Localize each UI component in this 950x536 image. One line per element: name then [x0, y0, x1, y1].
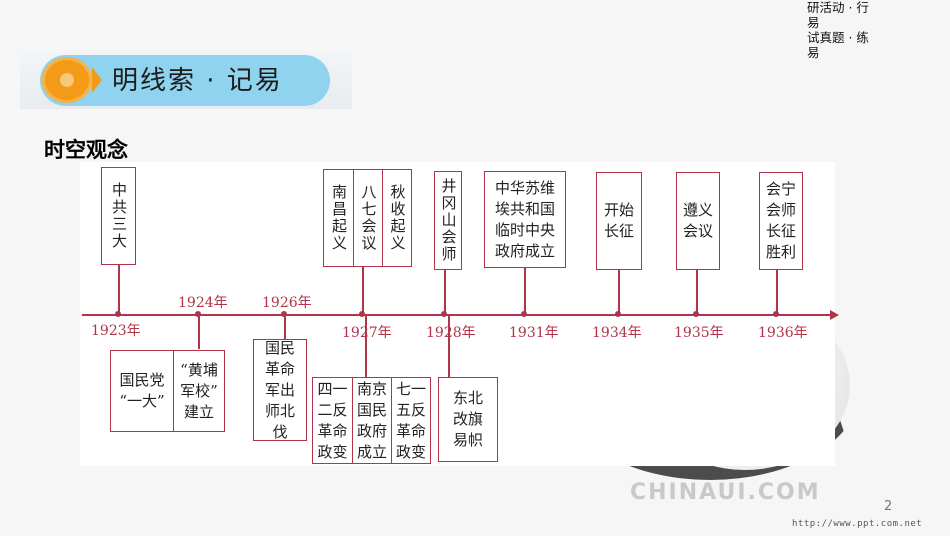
timeline-dot [773, 311, 779, 317]
timeline-axis [82, 314, 830, 316]
nav-link-practice-cont[interactable]: 易 [807, 45, 820, 60]
year-label: 1931年 [509, 325, 559, 341]
timeline-dot [359, 311, 365, 317]
target-icon-center [56, 69, 78, 91]
year-label: 1924年 [178, 295, 228, 311]
connector [776, 270, 778, 315]
event-label: 开始 长征 [603, 201, 634, 240]
connector [444, 270, 446, 315]
event-box: 中共三大 [101, 167, 136, 265]
event-box: 南京 国民 政府 成立 [352, 377, 392, 464]
event-box: 国民 革命 军出 师北 伐 [253, 339, 307, 441]
timeline-dot [441, 311, 447, 317]
connector [524, 268, 526, 315]
connector [118, 265, 120, 315]
banner-title: 明线索 · 记易 [112, 66, 283, 96]
event-label: 会宁 会师 长征 胜利 [765, 180, 796, 261]
event-box: 遵义 会议 [676, 172, 720, 270]
event-box: 井冈山会师 [434, 171, 462, 270]
connector [696, 270, 698, 315]
connector [365, 315, 367, 377]
event-box: 国民党 “一大” [110, 350, 174, 432]
timeline-dot [281, 311, 287, 317]
event-label: 遵义 会议 [682, 201, 713, 240]
event-label: 井冈山会师 [439, 178, 458, 263]
year-label: 1935年 [674, 325, 724, 341]
connector [284, 315, 286, 339]
year-label: 1928年 [426, 325, 476, 341]
nav-link-activity[interactable]: 研活动 · 行 [807, 0, 869, 15]
event-label: 南昌起义 [330, 184, 348, 252]
event-box: 八七会议 [353, 169, 383, 267]
timeline-dot [615, 311, 621, 317]
year-label: 1923年 [91, 323, 141, 339]
event-box: 秋收起义 [382, 169, 412, 267]
event-box: “黄埔 军校” 建立 [173, 350, 225, 432]
watermark-logo: CHINAUI.COM [630, 480, 821, 505]
nav-link-activity-cont[interactable]: 易 [807, 15, 820, 30]
event-box: 南昌起义 [323, 169, 354, 267]
section-title: 时空观念 [44, 138, 128, 162]
footer-url: http://www.ppt.com.net [792, 519, 923, 529]
event-label: 八七会议 [359, 184, 378, 252]
nav-link-practice[interactable]: 试真题 · 练 [807, 30, 869, 45]
page-number: 2 [884, 499, 893, 514]
timeline-dot [693, 311, 699, 317]
timeline-dot [521, 311, 527, 317]
timeline-arrow-icon [830, 310, 839, 320]
timeline-dot [115, 311, 121, 317]
connector [362, 260, 364, 315]
arrow-icon [92, 67, 102, 93]
event-label: 国民 革命 军出 师北 伐 [264, 338, 295, 441]
event-box: 中华苏维 埃共和国 临时中央 政府成立 [484, 171, 566, 268]
event-box: 开始 长征 [596, 172, 642, 270]
connector [448, 315, 450, 377]
year-label: 1927年 [342, 325, 392, 341]
event-label: 中共三大 [110, 182, 128, 250]
connector [198, 315, 200, 349]
event-box: 七一 五反 革命 政变 [391, 377, 431, 464]
timeline-dot [195, 311, 201, 317]
top-nav: 研活动 · 行 易 试真题 · 练 易 [807, 0, 869, 60]
year-label: 1936年 [758, 325, 808, 341]
event-label: 四一 二反 革命 政变 [317, 379, 348, 461]
event-label: “黄埔 军校” 建立 [180, 360, 218, 421]
year-label: 1926年 [262, 295, 312, 311]
event-label: 国民党 “一大” [119, 371, 165, 410]
event-box: 会宁 会师 长征 胜利 [759, 172, 803, 270]
event-label: 东北 改旗 易帜 [452, 389, 483, 449]
event-label: 中华苏维 埃共和国 临时中央 政府成立 [494, 178, 555, 260]
event-box: 东北 改旗 易帜 [438, 377, 498, 462]
event-box: 四一 二反 革命 政变 [312, 377, 353, 464]
event-label: 秋收起义 [388, 184, 407, 252]
connector [618, 270, 620, 315]
year-label: 1934年 [592, 325, 642, 341]
event-label: 南京 国民 政府 成立 [356, 379, 387, 461]
event-label: 七一 五反 革命 政变 [395, 379, 426, 461]
